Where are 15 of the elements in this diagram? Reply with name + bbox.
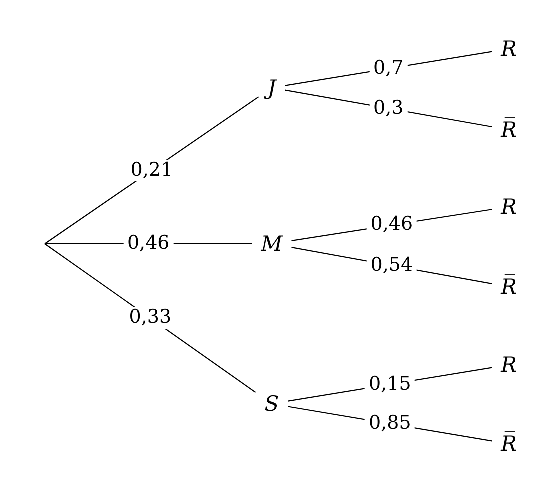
event-label: R: [492, 36, 526, 62]
event-label: R̅: [492, 118, 526, 142]
probability-label: 0,7: [370, 58, 408, 80]
probability-label: 0,85: [364, 413, 416, 435]
event-label: R̅: [492, 274, 526, 300]
probability-label: 0,54: [366, 254, 418, 277]
event-label: R̅: [492, 432, 526, 456]
event-label: S: [256, 392, 288, 416]
probability-label: 0,15: [364, 374, 416, 396]
event-label: J: [258, 76, 286, 100]
event-label: M: [252, 232, 292, 256]
probability-label: 0,46: [123, 233, 174, 255]
event-label: R: [492, 194, 526, 220]
probability-label: 0,3: [370, 98, 408, 120]
event-label: R: [492, 352, 526, 378]
